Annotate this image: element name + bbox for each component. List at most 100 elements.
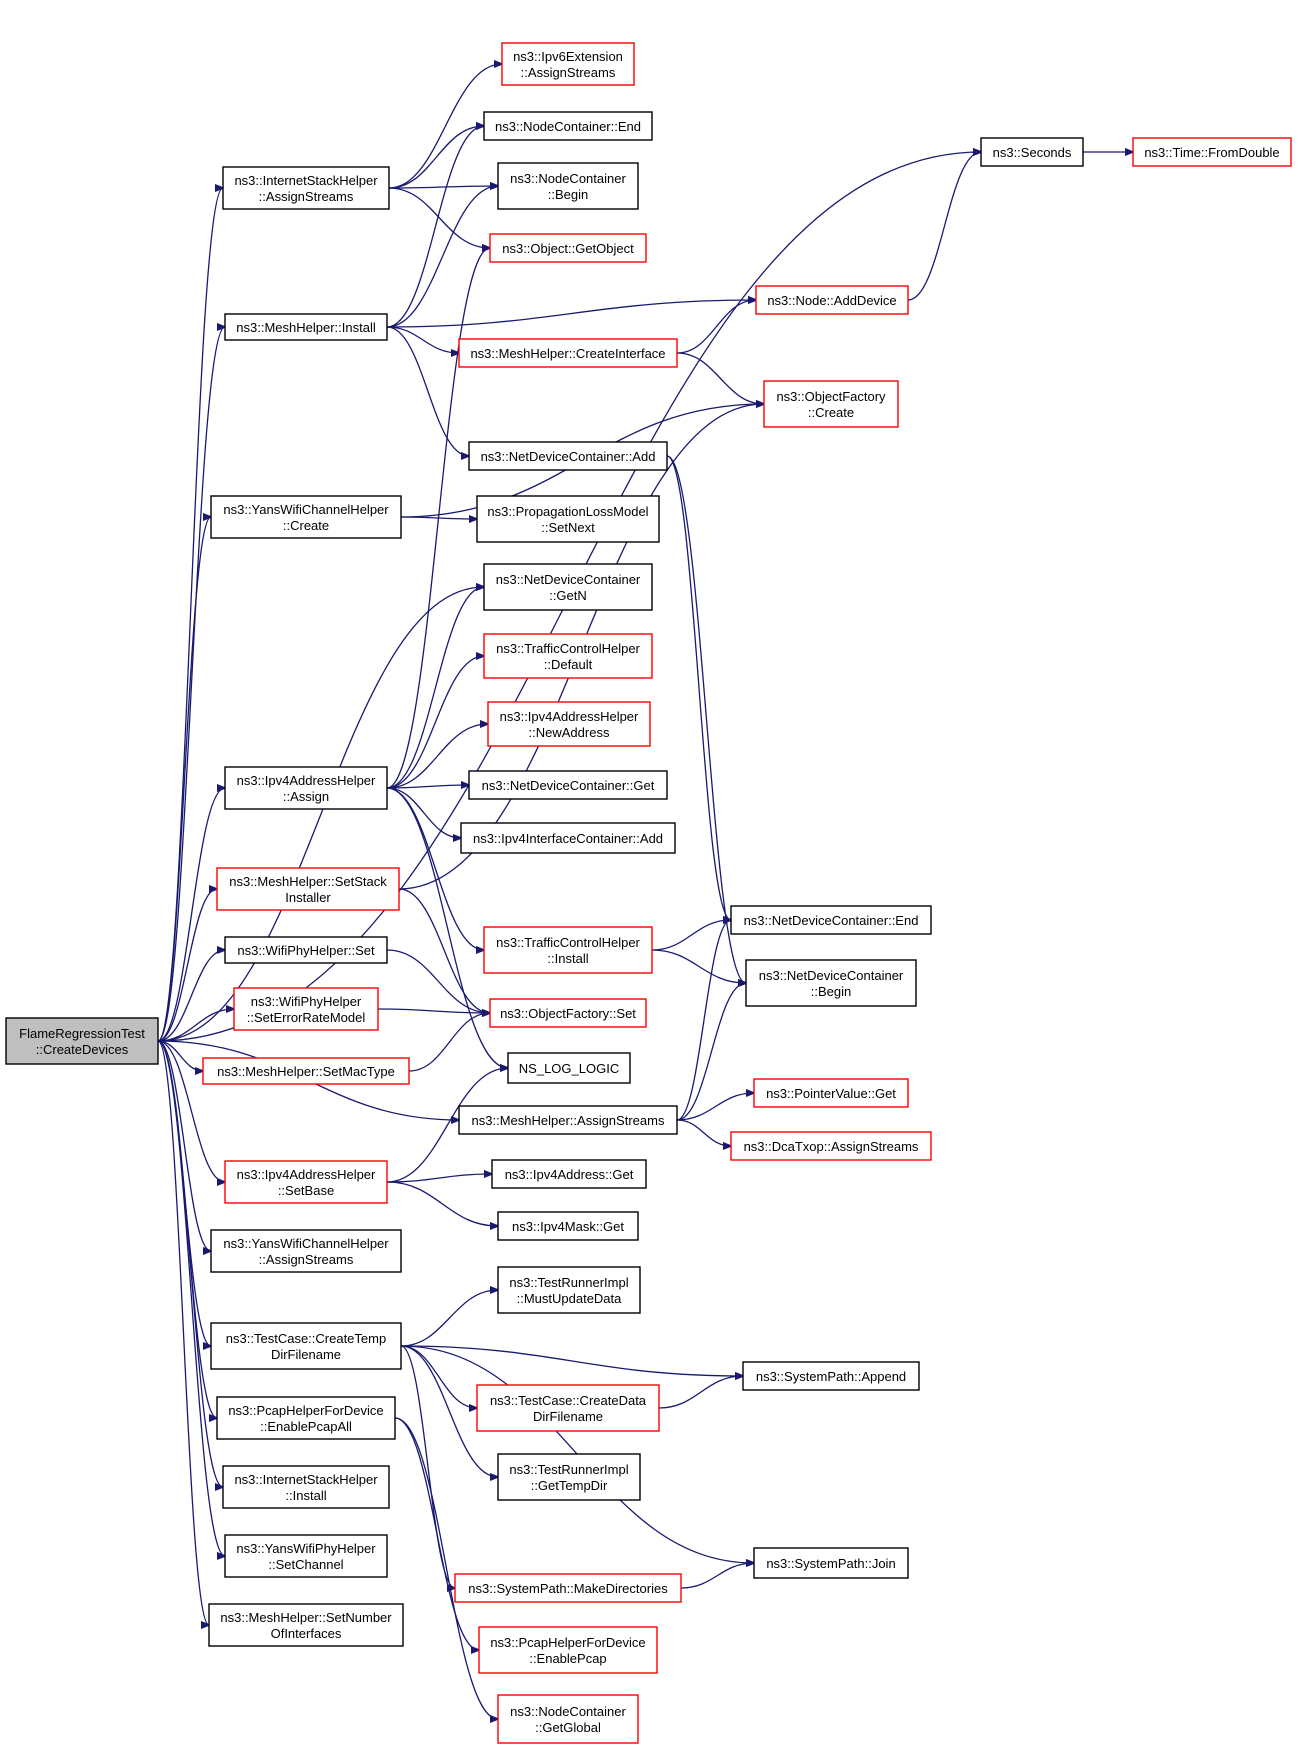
node-label-line: ns3::WifiPhyHelper (251, 994, 362, 1009)
node-label-line: ns3::TestRunnerImpl (509, 1275, 628, 1290)
node-inetstack_assign[interactable]: ns3::InternetStackHelper::AssignStreams (222, 166, 390, 210)
node-box (216, 867, 400, 911)
edge-pcap_enableall-to-pcap_enable (394, 1417, 479, 1650)
node-label-line: ns3::YansWifiPhyHelper (236, 1541, 376, 1556)
node-node_adddevice[interactable]: ns3::Node::AddDevice (755, 285, 909, 315)
node-label-line: DirFilename (271, 1347, 341, 1362)
node-netdevcont_getn[interactable]: ns3::NetDeviceContainer::GetN (483, 563, 653, 611)
node-tch_default[interactable]: ns3::TrafficControlHelper::Default (483, 633, 653, 679)
node-box (497, 1694, 639, 1744)
node-testrunner_gettempdir[interactable]: ns3::TestRunnerImpl::GetTempDir (497, 1453, 641, 1501)
node-ipv4mask_get[interactable]: ns3::Ipv4Mask::Get (497, 1211, 639, 1241)
node-box (483, 111, 653, 141)
node-label-line: ::SetBase (278, 1183, 334, 1198)
edge-netdevcont_add-to-netdevcont_begin (666, 455, 746, 983)
node-netdevcont_begin[interactable]: ns3::NetDeviceContainer::Begin (745, 959, 917, 1007)
edge-wifiphy_set-to-objfactory_set (386, 949, 490, 1013)
node-box (501, 42, 635, 86)
node-pcap_enable[interactable]: ns3::PcapHelperForDevice::EnablePcap (478, 1626, 658, 1674)
node-box (507, 1052, 631, 1084)
node-label-line: ns3::YansWifiChannelHelper (223, 1236, 389, 1251)
edge-ipv4addr_assign-to-ipv4addr_newaddr (386, 724, 488, 789)
node-yanschan_assign[interactable]: ns3::YansWifiChannelHelper::AssignStream… (210, 1229, 402, 1273)
node-ns_log_logic[interactable]: NS_LOG_LOGIC (507, 1052, 631, 1084)
node-box (489, 998, 647, 1028)
node-yanschan_create[interactable]: ns3::YansWifiChannelHelper::Create (210, 495, 402, 539)
node-netdevcont_get[interactable]: ns3::NetDeviceContainer::Get (468, 770, 668, 800)
node-wifiphy_set[interactable]: ns3::WifiPhyHelper::Set (224, 936, 388, 964)
edge-wifiphy_seterr-to-objfactory_set (377, 1008, 490, 1013)
node-ipv4address_get[interactable]: ns3::Ipv4Address::Get (491, 1159, 647, 1189)
node-box (980, 137, 1084, 167)
node-mesh_setmac[interactable]: ns3::MeshHelper::SetMacType (202, 1057, 410, 1085)
node-box (483, 633, 653, 679)
node-box (454, 1573, 682, 1603)
node-nodecont_end[interactable]: ns3::NodeContainer::End (483, 111, 653, 141)
edge-inetstack_assign-to-object_getobject (388, 187, 490, 248)
node-box (224, 766, 388, 810)
node-mesh_assignstreams[interactable]: ns3::MeshHelper::AssignStreams (458, 1105, 678, 1135)
node-box (497, 162, 639, 210)
edge-inetstack_assign-to-nodecont_end (388, 126, 484, 189)
node-wifiphy_seterr[interactable]: ns3::WifiPhyHelper::SetErrorRateModel (233, 987, 379, 1031)
node-syspath_join[interactable]: ns3::SystemPath::Join (753, 1547, 909, 1579)
node-ipv4addr_setbase[interactable]: ns3::Ipv4AddressHelper::SetBase (224, 1160, 388, 1204)
node-box (497, 1211, 639, 1241)
node-label-line: ns3::MeshHelper::AssignStreams (472, 1113, 665, 1128)
node-testrunner_mustupdate[interactable]: ns3::TestRunnerImpl::MustUpdateData (497, 1266, 641, 1314)
edge-tch_install-to-netdevcont_begin (651, 949, 746, 983)
node-box (763, 380, 899, 428)
node-mesh_createif[interactable]: ns3::MeshHelper::CreateInterface (458, 338, 678, 368)
node-ipv4addr_assign[interactable]: ns3::Ipv4AddressHelper::Assign (224, 766, 388, 810)
nodes-layer: FlameRegressionTest::CreateDevicesns3::I… (5, 42, 1292, 1744)
node-ipv4ifcont_add[interactable]: ns3::Ipv4InterfaceContainer::Add (460, 822, 676, 854)
edge-meshhelper_install-to-netdevcont_add (386, 326, 469, 456)
node-pointervalue_get[interactable]: ns3::PointerValue::Get (753, 1078, 909, 1108)
node-nodecont_getglobal[interactable]: ns3::NodeContainer::GetGlobal (497, 1694, 639, 1744)
node-pcap_enableall[interactable]: ns3::PcapHelperForDevice::EnablePcapAll (216, 1396, 396, 1440)
edge-syspath_makedirs-to-syspath_join (680, 1563, 754, 1589)
node-netdevcont_end[interactable]: ns3::NetDeviceContainer::End (730, 905, 932, 935)
node-label-line: ::GetN (549, 588, 587, 603)
node-object_getobject[interactable]: ns3::Object::GetObject (489, 233, 647, 263)
node-label-line: ::SetChannel (268, 1557, 343, 1572)
node-objfactory_create[interactable]: ns3::ObjectFactory::Create (763, 380, 899, 428)
node-nodecont_begin[interactable]: ns3::NodeContainer::Begin (497, 162, 639, 210)
node-box (233, 987, 379, 1031)
node-box (468, 770, 668, 800)
node-tch_install[interactable]: ns3::TrafficControlHelper::Install (483, 926, 653, 974)
node-label-line: ns3::NetDeviceContainer::End (744, 913, 919, 928)
node-yansphy_setchan[interactable]: ns3::YansWifiPhyHelper::SetChannel (224, 1534, 388, 1578)
node-box (745, 959, 917, 1007)
node-label-line: ns3::MeshHelper::SetNumber (220, 1610, 392, 1625)
node-box (476, 1384, 660, 1432)
node-time_fromdouble[interactable]: ns3::Time::FromDouble (1132, 137, 1292, 167)
node-objfactory_set[interactable]: ns3::ObjectFactory::Set (489, 998, 647, 1028)
node-meshhelper_install[interactable]: ns3::MeshHelper::Install (224, 313, 388, 341)
node-syspath_append[interactable]: ns3::SystemPath::Append (742, 1361, 920, 1391)
node-seconds[interactable]: ns3::Seconds (980, 137, 1084, 167)
node-label-line: ::GetTempDir (531, 1478, 608, 1493)
node-box (489, 233, 647, 263)
node-ipv6ext_assign[interactable]: ns3::Ipv6Extension::AssignStreams (501, 42, 635, 86)
node-box (753, 1078, 909, 1108)
edge-mesh_createif-to-objfactory_create (676, 352, 764, 404)
node-createdevices[interactable]: FlameRegressionTest::CreateDevices (5, 1017, 159, 1065)
node-proploss_setnext[interactable]: ns3::PropagationLossModel::SetNext (476, 495, 660, 543)
edge-testcase_tempdir-to-syspath_append (400, 1345, 743, 1376)
node-syspath_makedirs[interactable]: ns3::SystemPath::MakeDirectories (454, 1573, 682, 1603)
node-inetstack_install[interactable]: ns3::InternetStackHelper::Install (222, 1465, 390, 1509)
edge-ipv4addr_setbase-to-ipv4address_get (386, 1174, 492, 1183)
node-ipv4addr_newaddr[interactable]: ns3::Ipv4AddressHelper::NewAddress (487, 701, 651, 747)
node-label-line: ns3::SystemPath::Append (756, 1369, 906, 1384)
node-label-line: ns3::DcaTxop::AssignStreams (744, 1139, 919, 1154)
node-box (222, 1465, 390, 1509)
node-label-line: ::AssignStreams (259, 1252, 354, 1267)
node-label-line: ns3::MeshHelper::SetStack (229, 874, 387, 889)
node-netdevcont_add[interactable]: ns3::NetDeviceContainer::Add (468, 441, 668, 471)
node-dcatxop_assign[interactable]: ns3::DcaTxop::AssignStreams (730, 1131, 932, 1161)
